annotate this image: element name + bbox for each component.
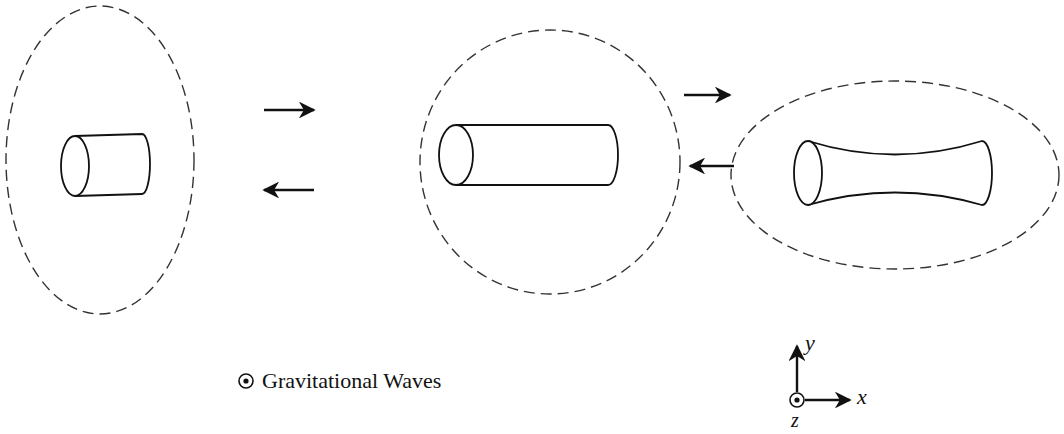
caption-label: Gravitational Waves — [262, 370, 441, 392]
arrow — [264, 109, 314, 111]
field-ellipse — [731, 81, 1059, 269]
field-ellipse — [6, 6, 194, 314]
arrow — [264, 189, 314, 191]
arrow — [690, 165, 734, 167]
out-of-page-symbol — [790, 393, 804, 407]
axis-label: y — [805, 332, 815, 354]
axis-arrow — [796, 346, 798, 392]
cylinder-face — [439, 125, 473, 185]
cylinder-body — [456, 125, 618, 185]
arrow — [684, 94, 730, 96]
cylinder-face — [794, 141, 822, 205]
cylinder-body — [808, 141, 992, 205]
field-circle — [420, 30, 680, 294]
axis-arrow — [805, 399, 850, 401]
out-of-page-symbol — [239, 374, 253, 388]
axis-label: x — [857, 386, 867, 408]
cylinder-face — [61, 136, 89, 196]
axis-label: z — [791, 410, 799, 430]
